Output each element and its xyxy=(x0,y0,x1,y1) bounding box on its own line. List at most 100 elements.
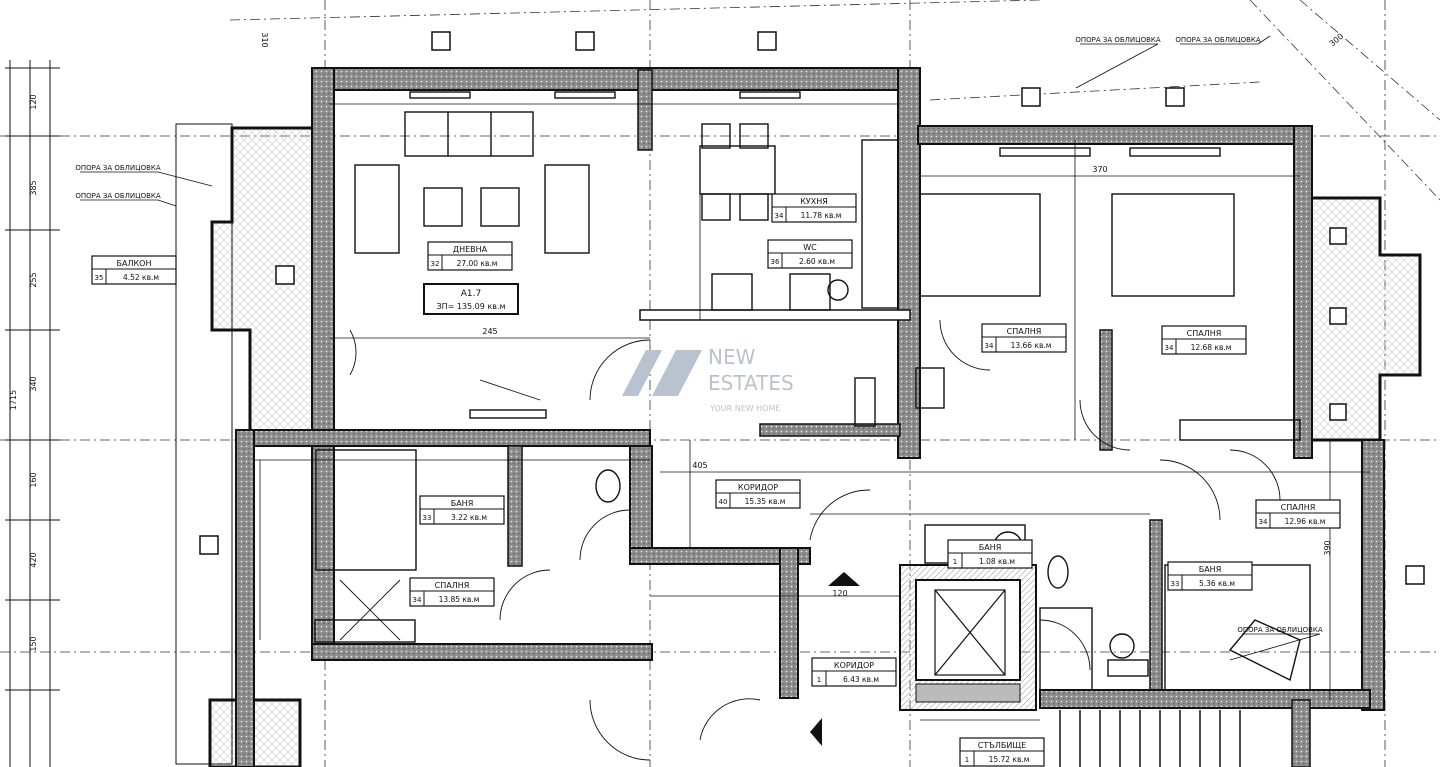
room-area: 12.96 кв.м xyxy=(1285,517,1326,526)
door-swings xyxy=(339,319,1281,761)
room-name: ДНЕВНА xyxy=(453,245,488,254)
room-label: WC 36 2.60 кв.м xyxy=(767,239,853,269)
room-label: СПАЛНЯ 34 13.66 кв.м xyxy=(981,323,1067,353)
room-area: 2.60 кв.м xyxy=(799,257,835,266)
walls xyxy=(235,67,1385,767)
entry-arrows xyxy=(810,572,860,746)
annotation-labels: ОПОРА ЗА ОБЛИЦОВКА ОПОРА ЗА ОБЛИЦОВКА ОПОР… xyxy=(75,35,1323,661)
dimension-value: 150 xyxy=(29,636,38,651)
room-name: КУХНЯ xyxy=(800,197,828,206)
room-number: 34 xyxy=(775,212,784,220)
watermark-logo-icon xyxy=(622,350,662,396)
room-number: 36 xyxy=(771,258,780,266)
room-label: КОРИДОР 40 15.35 кв.м xyxy=(715,479,801,509)
room-name: БАНЯ xyxy=(1199,565,1222,574)
room-area: 27.00 кв.м xyxy=(457,259,498,268)
room-number: 34 xyxy=(1165,344,1174,352)
room-name: СПАЛНЯ xyxy=(1187,329,1222,338)
annotation-text: ОПОРА ЗА ОБЛИЦОВКА xyxy=(75,192,161,200)
dimension-value: 120 xyxy=(29,94,38,109)
room-label: БАНЯ 33 3.22 кв.м xyxy=(419,495,505,525)
room-name: WC xyxy=(803,243,817,252)
room-number: 1 xyxy=(965,756,969,764)
room-area: 1.08 кв.м xyxy=(979,557,1015,566)
annotation-text: ОПОРА ЗА ОБЛИЦОВКА xyxy=(1175,36,1261,44)
annotation: ОПОРА ЗА ОБЛИЦОВКА xyxy=(1229,626,1323,661)
room-label: БАНЯ 33 5.36 кв.м xyxy=(1167,561,1253,591)
annotation: ОПОРА ЗА ОБЛИЦОВКА xyxy=(75,164,213,187)
room-labels: ДНЕВНА 32 27.00 кв.м КУХНЯ 34 11.78 кв.мБАЛКО… xyxy=(91,193,1341,767)
dimension-value: 405 xyxy=(692,461,707,470)
room-label: БАЛКОН 35 4.52 кв.м xyxy=(91,255,177,285)
room-number: 40 xyxy=(719,498,728,506)
stairs xyxy=(1059,699,1311,767)
room-name: СПАЛНЯ xyxy=(435,581,470,590)
room-name: БАНЯ xyxy=(451,499,474,508)
room-number: 34 xyxy=(985,342,994,350)
room-number: 34 xyxy=(413,596,422,604)
room-area: 11.78 кв.м xyxy=(801,211,842,220)
annotation-text: ОПОРА ЗА ОБЛИЦОВКА xyxy=(1075,36,1161,44)
apartment-label: А1.7 ЗП= 135.09 кв.м xyxy=(423,283,519,315)
room-name: БАНЯ xyxy=(979,543,1002,552)
dimension-value: 120 xyxy=(832,589,847,598)
room-label: КОРИДОР 1 6.43 кв.м xyxy=(811,657,897,687)
annotation: ОПОРА ЗА ОБЛИЦОВКА xyxy=(1075,36,1161,89)
room-name: СПАЛНЯ xyxy=(1007,327,1042,336)
room-area: 4.52 кв.м xyxy=(123,273,159,282)
room-label: БАНЯ 1 1.08 кв.м xyxy=(947,539,1033,569)
apartment-area: ЗП= 135.09 кв.м xyxy=(436,302,505,311)
room-area: 15.72 кв.м xyxy=(989,755,1030,764)
room-name: БАЛКОН xyxy=(117,259,152,268)
dimension-value: 370 xyxy=(1092,165,1107,174)
room-area: 3.22 кв.м xyxy=(451,513,487,522)
watermark: NEW ESTATES YOUR NEW HOME xyxy=(622,345,794,413)
room-number: 32 xyxy=(431,260,440,268)
dimension-value: 245 xyxy=(482,327,497,336)
room-number: 33 xyxy=(423,514,432,522)
watermark-tagline: YOUR NEW HOME xyxy=(709,404,780,413)
room-name: СПАЛНЯ xyxy=(1281,503,1316,512)
annotation-text: ОПОРА ЗА ОБЛИЦОВКА xyxy=(1237,626,1323,634)
dimension-value: 300 xyxy=(1328,32,1345,49)
column-markers xyxy=(199,31,1425,585)
room-area: 12.68 кв.м xyxy=(1191,343,1232,352)
room-label: ДНЕВНА 32 27.00 кв.м xyxy=(427,241,513,271)
apartment-code: А1.7 xyxy=(461,289,481,299)
dimension-value: 1715 xyxy=(9,390,18,410)
room-label: КУХНЯ 34 11.78 кв.м xyxy=(771,193,857,223)
room-number: 1 xyxy=(817,676,821,684)
dimension-value: 420 xyxy=(29,552,38,567)
dimension-value: 340 xyxy=(29,376,38,391)
dimension-lines xyxy=(255,103,1370,721)
room-number: 1 xyxy=(953,558,957,566)
room-name: СТЪЛБИЩЕ xyxy=(978,741,1026,750)
room-number: 33 xyxy=(1171,580,1180,588)
dimension-value: 385 xyxy=(29,180,38,195)
room-label: СПАЛНЯ 34 13.85 кв.м xyxy=(409,577,495,607)
dimension-value: 160 xyxy=(29,472,38,487)
room-label: СПАЛНЯ 34 12.68 кв.м xyxy=(1161,325,1247,355)
room-area: 5.36 кв.м xyxy=(1199,579,1235,588)
annotation-text: ОПОРА ЗА ОБЛИЦОВКА xyxy=(75,164,161,172)
left-dimension-chains xyxy=(5,60,60,767)
room-name: КОРИДОР xyxy=(738,483,778,492)
annotation: ОПОРА ЗА ОБЛИЦОВКА xyxy=(1175,35,1271,45)
furniture xyxy=(314,91,1311,691)
watermark-line2: ESTATES xyxy=(708,371,794,395)
dimension-value: 310 xyxy=(260,32,269,47)
room-area: 13.85 кв.м xyxy=(439,595,480,604)
room-name: КОРИДОР xyxy=(834,661,874,670)
room-area: 15.35 кв.м xyxy=(745,497,786,506)
room-area: 6.43 кв.м xyxy=(843,675,879,684)
room-label: СТЪЛБИЩЕ 1 15.72 кв.м xyxy=(959,737,1045,767)
room-area: 13.66 кв.м xyxy=(1011,341,1052,350)
elevator-core xyxy=(899,564,1037,711)
annotation: ОПОРА ЗА ОБЛИЦОВКА xyxy=(75,192,177,207)
watermark-line1: NEW xyxy=(708,345,756,369)
dimension-value: 255 xyxy=(29,272,38,287)
room-number: 35 xyxy=(95,274,104,282)
dimension-value: 390 xyxy=(1323,540,1332,555)
